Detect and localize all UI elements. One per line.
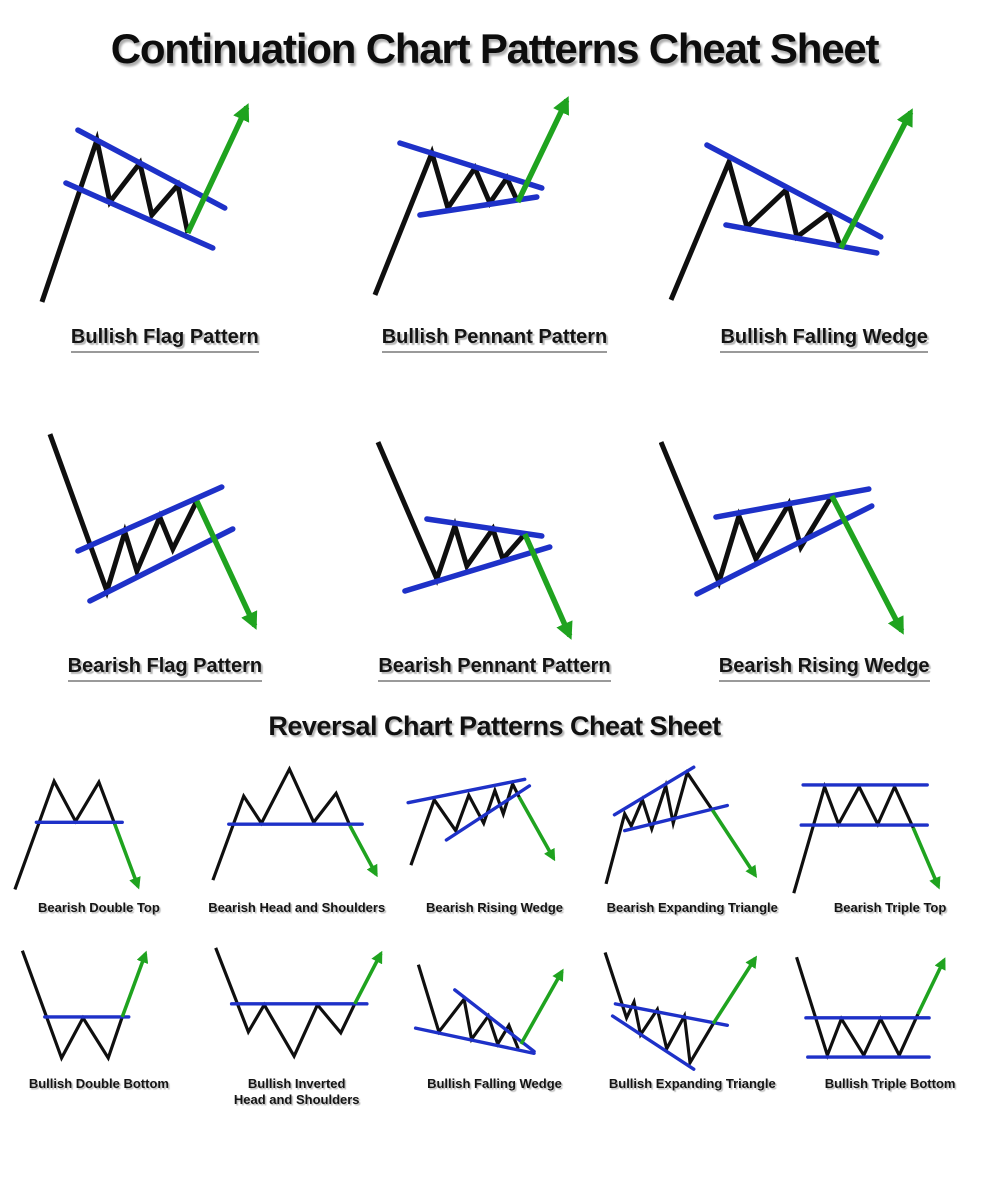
breakout-arrow-down bbox=[829, 494, 905, 635]
pattern-label-bullish-expanding-triangle: Bullish Expanding Triangle bbox=[608, 1076, 776, 1092]
trendline bbox=[444, 784, 531, 842]
trendline bbox=[614, 1002, 730, 1028]
breakout-arrow-down bbox=[348, 825, 378, 878]
continuation-patterns-grid: Bullish Flag Pattern Bullish Pennant Patt… bbox=[0, 72, 989, 683]
breakout-arrow-up bbox=[514, 96, 569, 204]
trendline bbox=[611, 1014, 696, 1072]
price-line bbox=[214, 947, 356, 1060]
trendline bbox=[723, 222, 880, 256]
pattern-card-bearish-rising-wedge: Bearish Rising Wedge bbox=[396, 756, 594, 916]
price-line bbox=[604, 768, 715, 885]
pattern-drawing bbox=[47, 433, 258, 631]
pattern-label-bullish-falling-wedge: Bullish Falling Wedge bbox=[720, 326, 928, 354]
breakout-arrow-down bbox=[521, 533, 573, 641]
pattern-card-bearish-double-top: Bearish Double Top bbox=[0, 756, 198, 916]
pattern-drawing bbox=[659, 441, 905, 635]
trendline bbox=[423, 516, 545, 539]
trendline bbox=[406, 777, 527, 805]
pattern-card-bearish-head-and-shoulders: Bearish Head and Shoulders bbox=[198, 756, 396, 916]
pattern-drawing bbox=[214, 947, 383, 1060]
pattern-drawing bbox=[413, 964, 564, 1056]
pattern-card-bullish-expanding-triangle: Bullish Expanding Triangle bbox=[593, 932, 791, 1109]
price-line bbox=[795, 956, 920, 1061]
pattern-drawing bbox=[406, 777, 555, 866]
pattern-drawing bbox=[39, 103, 250, 303]
pattern-card-bearish-triple-top: Bearish Triple Top bbox=[791, 756, 989, 916]
pattern-drawing bbox=[603, 952, 758, 1072]
pattern-card-bullish-falling-wedge: Bullish Falling Wedge bbox=[396, 932, 594, 1109]
breakout-arrow-up bbox=[916, 957, 946, 1016]
trendline bbox=[75, 127, 228, 211]
pattern-card-bearish-expanding-triangle: Bearish Expanding Triangle bbox=[593, 756, 791, 916]
pattern-label-bearish-double-top: Bearish Double Top bbox=[37, 899, 160, 915]
pattern-card-bullish-double-bottom: Bullish Double Bottom bbox=[0, 932, 198, 1109]
trendline bbox=[413, 1026, 536, 1056]
breakout-arrow-down bbox=[194, 500, 258, 631]
pattern-drawing bbox=[13, 777, 141, 890]
trendline bbox=[613, 765, 696, 817]
pattern-card-bullish-falling-wedge: Bullish Falling Wedge bbox=[659, 90, 989, 354]
price-line bbox=[20, 950, 124, 1063]
price-line bbox=[669, 154, 844, 302]
pattern-drawing bbox=[669, 108, 914, 302]
pattern-label-bearish-head-and-shoulders: Bearish Head and Shoulders bbox=[208, 899, 386, 915]
pattern-label-bearish-expanding-triangle: Bearish Expanding Triangle bbox=[606, 899, 778, 915]
breakout-arrow-up bbox=[120, 950, 149, 1018]
pattern-card-bullish-triple-bottom: Bullish Triple Bottom bbox=[791, 932, 989, 1109]
breakout-arrow-up bbox=[712, 955, 758, 1025]
breakout-arrow-up bbox=[519, 968, 564, 1045]
pattern-card-bearish-rising-wedge: Bearish Rising Wedge bbox=[659, 419, 989, 683]
price-line bbox=[792, 781, 915, 894]
price-line bbox=[47, 433, 200, 600]
pattern-label-bearish-rising-wedge: Bearish Rising Wedge bbox=[425, 899, 563, 915]
pattern-drawing bbox=[792, 781, 941, 894]
breakout-arrow-down bbox=[517, 796, 555, 862]
price-line bbox=[603, 952, 716, 1068]
breakout-arrow-down bbox=[113, 823, 141, 890]
breakout-arrow-down bbox=[911, 827, 941, 890]
pattern-drawing bbox=[20, 950, 149, 1063]
trendline bbox=[713, 486, 872, 520]
pattern-drawing bbox=[604, 765, 758, 885]
breakout-arrow-down bbox=[711, 809, 758, 878]
trendline bbox=[401, 544, 553, 594]
pattern-card-bullish-pennant-pattern: Bullish Pennant Pattern bbox=[330, 90, 660, 354]
trendline bbox=[87, 526, 236, 604]
price-line bbox=[211, 765, 352, 881]
trendline bbox=[623, 803, 730, 833]
pattern-drawing bbox=[372, 96, 569, 297]
pattern-drawing bbox=[211, 765, 378, 881]
pattern-label-bullish-pennant-pattern: Bullish Pennant Pattern bbox=[381, 326, 608, 354]
pattern-drawing bbox=[375, 441, 573, 641]
pattern-label-bullish-triple-bottom: Bullish Triple Bottom bbox=[824, 1076, 956, 1092]
pattern-label-bearish-pennant-pattern: Bearish Pennant Pattern bbox=[378, 655, 611, 683]
price-line bbox=[416, 964, 520, 1050]
pattern-drawing bbox=[795, 956, 946, 1061]
continuation-section-title: Continuation Chart Patterns Cheat Sheet bbox=[110, 25, 880, 72]
reversal-section-title: Reversal Chart Patterns Cheat Sheet bbox=[268, 711, 721, 742]
pattern-card-bullish-flag-pattern: Bullish Flag Pattern bbox=[0, 90, 330, 354]
pattern-label-bearish-rising-wedge: Bearish Rising Wedge bbox=[718, 655, 930, 683]
pattern-label-bearish-triple-top: Bearish Triple Top bbox=[833, 899, 947, 915]
price-line bbox=[13, 777, 117, 890]
pattern-label-bearish-flag-pattern: Bearish Flag Pattern bbox=[67, 655, 263, 683]
pattern-label-bullish-double-bottom: Bullish Double Bottom bbox=[28, 1076, 169, 1092]
reversal-patterns-grid: Bearish Double Top Bearish Head and Shoul… bbox=[0, 746, 989, 1109]
breakout-arrow-up bbox=[838, 108, 914, 250]
trendline bbox=[75, 484, 225, 554]
trendline bbox=[396, 140, 545, 191]
trendline bbox=[63, 180, 216, 251]
price-line bbox=[408, 779, 521, 866]
breakout-arrow-up bbox=[185, 103, 250, 235]
pattern-card-bearish-flag-pattern: Bearish Flag Pattern bbox=[0, 419, 330, 683]
pattern-label-bullish-falling-wedge: Bullish Falling Wedge bbox=[427, 1076, 562, 1092]
pattern-label-bullish-flag-pattern: Bullish Flag Pattern bbox=[70, 326, 259, 354]
breakout-arrow-up bbox=[352, 950, 383, 1005]
pattern-card-bearish-pennant-pattern: Bearish Pennant Pattern bbox=[330, 419, 660, 683]
price-line bbox=[39, 130, 191, 303]
